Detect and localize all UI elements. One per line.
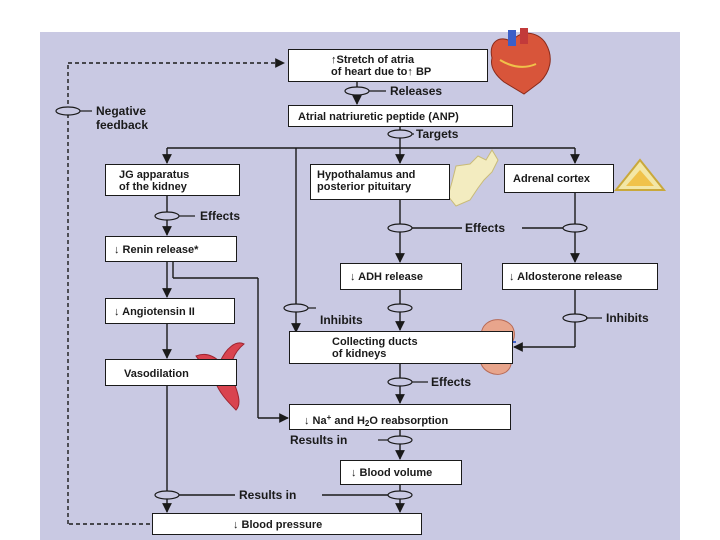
blood-volume-box: ↓ Blood volume <box>340 460 462 485</box>
adh-release-box: ↓ ADH release <box>340 263 462 290</box>
effects-jg-label: Effects <box>200 209 241 223</box>
stretch-line-1: ↑Stretch of atria <box>331 54 415 66</box>
collecting-ducts-box: Collecting ducts of kidneys <box>289 331 513 364</box>
aldosterone-release-label: ↓ Aldosterone release <box>509 271 623 283</box>
inhibits-left-label: Inhibits <box>320 313 363 327</box>
reabsorption-plus: + <box>326 413 332 422</box>
results-in-bottom-label: Results in <box>239 488 297 502</box>
targets-label: Targets <box>416 127 459 141</box>
angiotensin-label: ↓ Angiotensin II <box>114 306 195 318</box>
reabsorption-arrow: ↓ Na <box>304 415 327 427</box>
collecting-line-1: Collecting ducts <box>332 336 418 348</box>
hypothalamus-box: Hypothalamus and posterior pituitary <box>310 164 450 200</box>
reabsorption-box: ↓ Na+ and H2O reabsorption <box>289 404 511 430</box>
negative-feedback-label: Negative feedback <box>96 104 148 132</box>
aldosterone-release-box: ↓ Aldosterone release <box>502 263 658 290</box>
collecting-line-2: of kidneys <box>332 348 387 360</box>
negative-feedback-line-2: feedback <box>96 118 149 132</box>
adrenal-gland-icon <box>613 158 667 191</box>
adh-release-label: ↓ ADH release <box>350 271 423 283</box>
blood-pressure-box: ↓ Blood pressure <box>152 513 422 535</box>
hypothalamus-line-1: Hypothalamus and <box>317 169 416 181</box>
inhibits-right-label: Inhibits <box>606 311 649 325</box>
stretch-line-2: of heart due to↑ BP <box>331 66 432 78</box>
effects-middle-label: Effects <box>465 221 506 235</box>
renin-release-label: ↓ Renin release* <box>114 244 199 256</box>
heart-icon <box>490 28 551 95</box>
effects-collecting-label: Effects <box>431 375 472 389</box>
reabsorption-end: O reabsorption <box>369 415 449 427</box>
reabsorption-sub: 2 <box>364 419 370 428</box>
renin-release-box: ↓ Renin release* <box>105 236 237 262</box>
vasodilation-label: Vasodilation <box>124 368 189 380</box>
vasodilation-box: Vasodilation <box>105 359 237 386</box>
negative-feedback-line-1: Negative <box>96 104 147 118</box>
jg-line-2: of the kidney <box>119 181 187 193</box>
blood-volume-label: ↓ Blood volume <box>351 467 433 479</box>
blood-pressure-label: ↓ Blood pressure <box>233 519 323 531</box>
jg-apparatus-box: JG apparatus of the kidney <box>105 164 240 196</box>
stretch-of-atria-box: ↑Stretch of atria of heart due to↑ BP <box>288 49 488 82</box>
hypothalamus-line-2: posterior pituitary <box>317 181 412 193</box>
reabsorption-mid: and H <box>331 415 365 427</box>
releases-label: Releases <box>390 84 443 98</box>
anp-box: Atrial natriuretic peptide (ANP) <box>288 105 513 127</box>
results-in-reabsorption-label: Results in <box>290 433 348 447</box>
adrenal-cortex-box: Adrenal cortex <box>504 164 614 193</box>
pituitary-icon <box>447 149 499 207</box>
anp-label: Atrial natriuretic peptide (ANP) <box>298 111 459 123</box>
adrenal-cortex-label: Adrenal cortex <box>513 173 591 185</box>
jg-line-1: JG apparatus <box>119 169 190 181</box>
angiotensin-box: ↓ Angiotensin II <box>105 298 235 324</box>
